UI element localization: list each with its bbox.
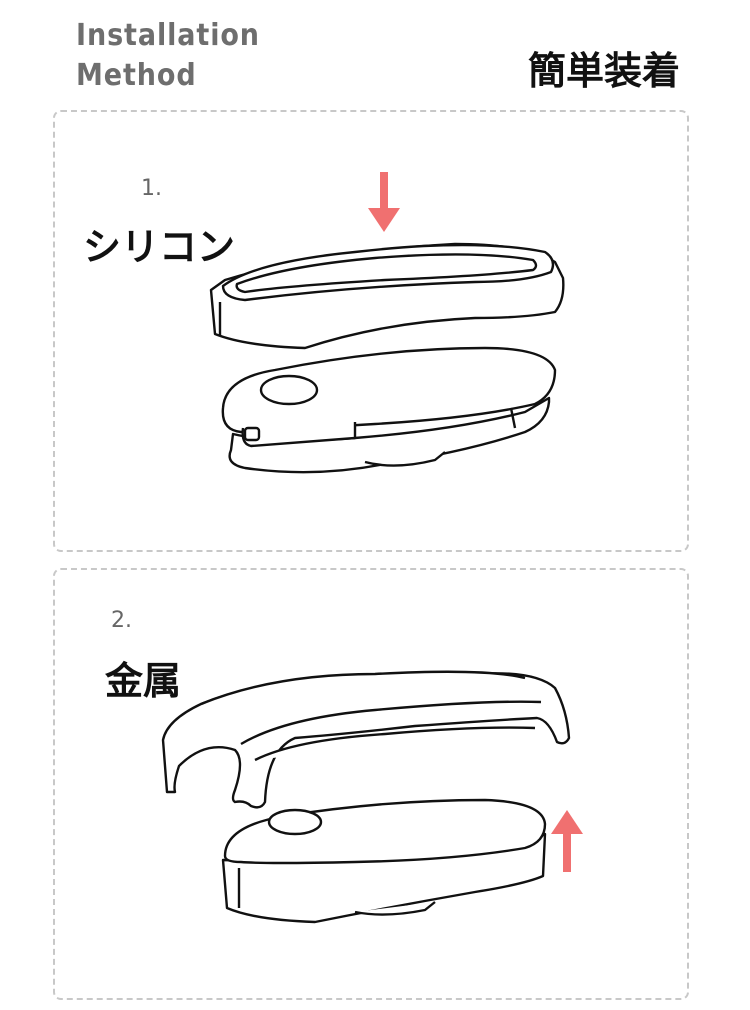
- step-1-label: シリコン: [83, 224, 236, 269]
- step-2-panel: 2. 金属: [53, 568, 689, 1000]
- tracker-capsule-shape: [221, 346, 557, 474]
- page-title-japanese: 簡単装着: [527, 48, 680, 93]
- step-1-panel: 1. シリコン: [53, 110, 689, 552]
- silicone-frame-shape: [209, 242, 565, 350]
- title-line-2: Method: [76, 58, 197, 93]
- metal-frame-shape: [161, 670, 571, 809]
- silicone-strap-illustration: [209, 172, 565, 474]
- step-2-label: 金属: [105, 658, 182, 703]
- page-title-english: Installation Method: [76, 16, 260, 96]
- arrow-up-icon: [551, 810, 583, 872]
- title-line-1: Installation: [76, 18, 260, 53]
- step-1-number: 1.: [141, 176, 162, 201]
- step-2-number: 2.: [111, 608, 132, 633]
- tracker-capsule-shape: [221, 798, 547, 924]
- arrow-down-icon: [368, 172, 400, 232]
- metal-strap-illustration: [161, 670, 583, 924]
